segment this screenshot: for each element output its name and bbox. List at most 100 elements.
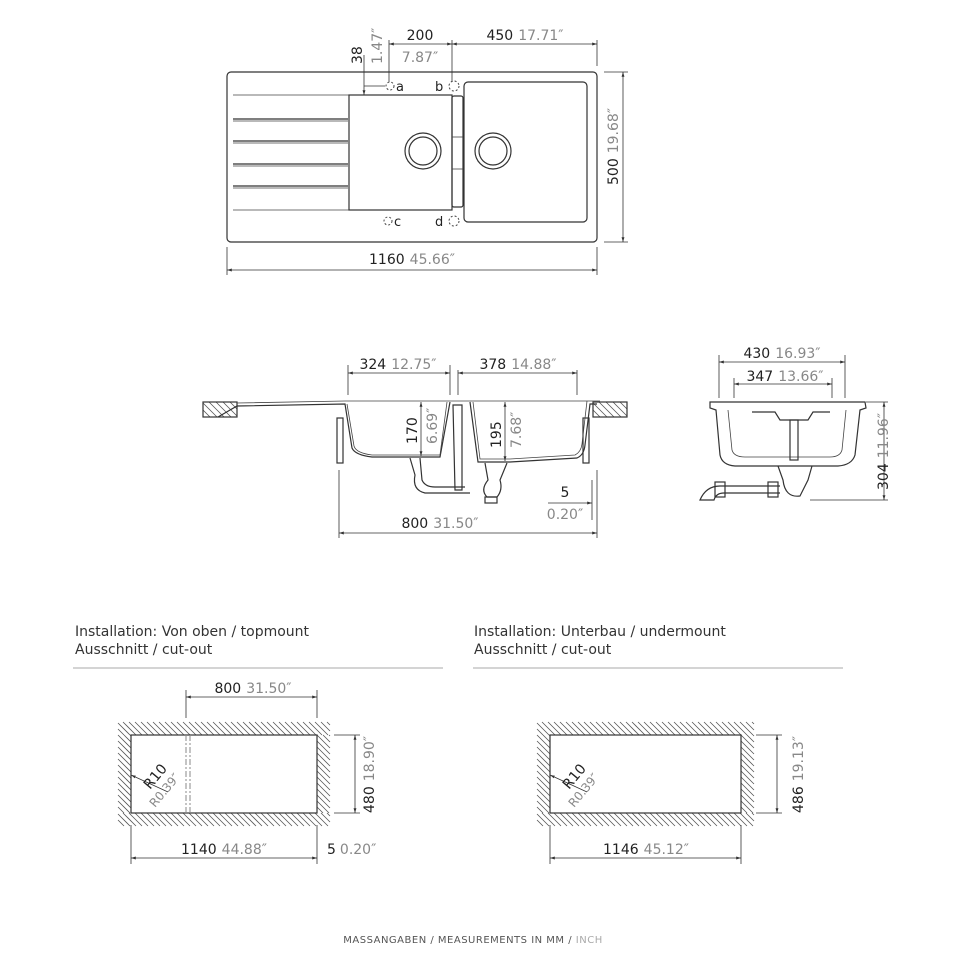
hatch-line [164,721,179,736]
hatch-line [625,721,640,736]
hatch-line [703,721,718,736]
hatch-line [200,812,215,827]
hatch-line [661,812,676,827]
dim-480: 48018.90″ [362,736,378,813]
hatch-line [673,812,688,827]
hatch-line [284,812,299,827]
hatch-line [176,721,191,736]
hatch-line [740,752,755,767]
hatch-line [316,734,331,749]
hatch-line [679,721,694,736]
hatch-line [740,734,755,749]
hatch-line [740,800,754,814]
hatch-line [272,721,287,736]
hatch-line [122,812,137,827]
hatch-line [583,812,598,827]
hatch-line [619,721,634,736]
hatch-line [740,806,748,814]
hatch-area [536,721,755,827]
hatch-line [536,770,551,785]
hatch-line [176,812,191,827]
hatch-line [140,721,155,736]
dim-170-inch: 6.69″ [425,408,441,444]
hatch-line [691,721,706,736]
hatch-line [577,812,592,827]
hatch-line [565,812,580,827]
hatch-line [547,812,562,827]
hatch-line [541,812,556,827]
hatch-line [649,812,664,827]
hatch-line [751,721,755,725]
hatch-line [152,721,167,736]
hatch-line [661,721,676,736]
hatch-line [242,812,257,827]
hatch-line [715,721,730,736]
hatch-line [536,813,550,827]
hatch-line [215,401,232,418]
drain-icon [404,132,442,170]
cutout-title: Installation: Von oben / topmount [75,624,310,640]
hatch-line [643,812,658,827]
dim-200-inch: 7.87″ [402,50,438,66]
hatch-line [667,812,682,827]
hatch-line [739,812,754,827]
hatch-line [727,812,742,827]
hatch-line [316,794,331,809]
hatch-line [248,721,263,736]
hatch-line [685,812,700,827]
hatch-line [536,728,544,736]
hatch-line [605,401,622,418]
hatch-line [740,746,755,761]
hatch-line [667,721,682,736]
hatch-line [691,812,706,827]
hatch-line [745,721,755,731]
cutout-rect [130,734,318,814]
hatch-line [751,812,755,816]
hole-label-b: b [435,80,443,95]
hatch-line [316,782,331,797]
hatch-line [559,812,574,827]
dim-195-inch: 7.68″ [509,412,525,448]
hatch-line [740,758,755,773]
hatch-line [146,812,161,827]
hatch-line [740,794,755,809]
hatch-line [536,800,550,814]
hatch-line [122,721,137,736]
hatch-line [170,812,185,827]
hatch-line [284,721,299,736]
hatch-line [308,721,323,736]
hatch-line [536,788,551,803]
hatch-line [117,740,132,755]
hatch-line [123,734,132,743]
hatch-line [320,721,331,732]
cutout-topmount: Installation: Von oben / topmount Aussch… [73,624,443,864]
hatch-line [721,721,736,736]
hatch-line [316,770,331,785]
hatch-line [679,812,694,827]
hatch-line [260,812,275,827]
hatch-line [290,721,305,736]
hatch-line [740,770,755,785]
hatch-line [703,812,718,827]
hatch-line [746,734,755,743]
hatch-line [308,812,323,827]
hatch-line [740,788,755,803]
cabinet-left [336,417,344,464]
hatch-line [536,819,544,827]
hatch-line [224,812,239,827]
hatch-line [752,734,755,737]
cutout-subtitle: Ausschnitt / cut-out [75,642,213,658]
hatch-line [589,812,604,827]
hatch-line [134,812,149,827]
hatch-line [612,401,628,417]
dim-195: 195 [489,421,505,448]
hatch-line [146,721,161,736]
hatch-line [242,721,257,736]
hatch-line [709,721,724,736]
hatch-line [655,812,670,827]
